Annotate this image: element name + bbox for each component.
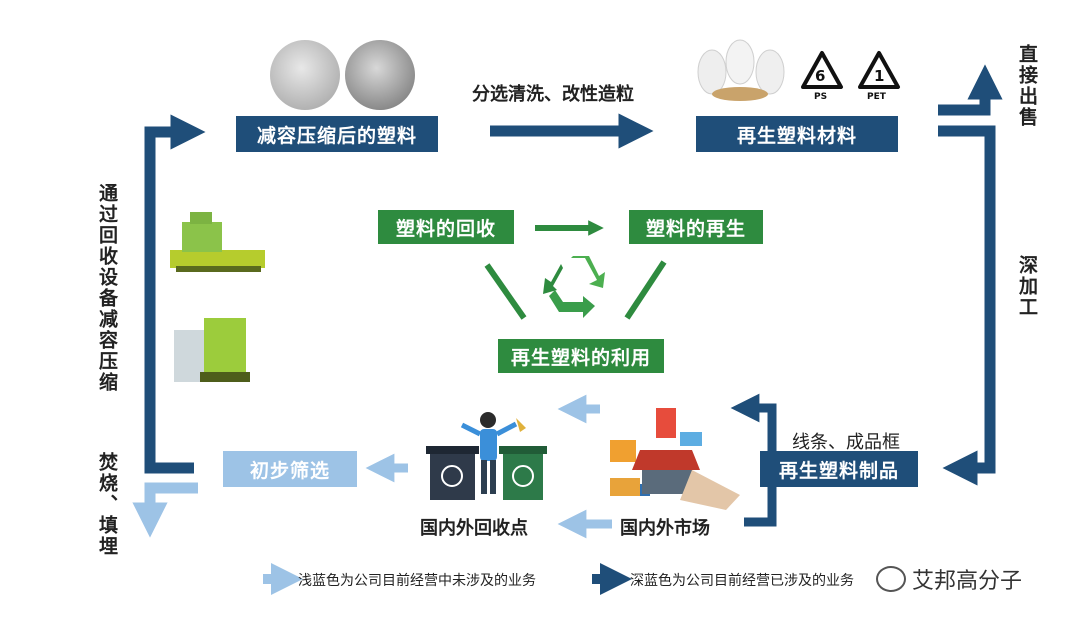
incinerate-landfill-label: 焚烧、填埋 xyxy=(96,452,118,557)
product-examples-label: 线条、成品框 xyxy=(792,432,900,453)
utilization-to-recovery-arrow xyxy=(484,263,527,320)
direct-sale-label: 直接出售 xyxy=(1016,44,1038,128)
recovery-box: 塑料的回收 xyxy=(378,210,514,244)
watermark-text: 艾邦高分子 xyxy=(912,569,1023,594)
compressor-machine-1-icon xyxy=(170,212,265,272)
recycle-bin-dark-icon xyxy=(426,446,479,500)
process-label: 分选清洗、改性造粒 xyxy=(472,84,634,105)
legend-light-blue-text: 浅蓝色为公司目前经营中未涉及的业务 xyxy=(298,573,536,589)
left-loop-arrow xyxy=(144,114,206,474)
market-to-product-arrow xyxy=(730,393,777,468)
resin-code-pet-label: PET xyxy=(867,92,886,102)
person-icon xyxy=(460,412,526,494)
resin-code-ps-number: 6 xyxy=(815,67,826,85)
utilization-box: 再生塑料的利用 xyxy=(498,339,664,373)
recycle-bin-green-icon xyxy=(499,446,547,500)
legend-dark-blue-text: 深蓝色为公司目前经营已涉及的业务 xyxy=(630,573,854,589)
market-illustration-icon xyxy=(610,408,740,510)
preliminary-screening-box: 初步筛选 xyxy=(223,451,357,487)
recycled-material-box: 再生塑料材料 xyxy=(696,116,898,152)
resin-code-ps-label: PS xyxy=(814,92,828,102)
market-label: 国内外市场 xyxy=(620,518,710,539)
recycle-icon xyxy=(543,256,605,318)
recycling-point-label: 国内外回收点 xyxy=(420,518,528,539)
regeneration-to-utilization-arrow xyxy=(624,260,667,320)
wechat-icon xyxy=(876,566,906,592)
recycled-product-box: 再生塑料制品 xyxy=(760,451,918,487)
deep-processing-arrow xyxy=(938,125,996,486)
resin-code-pet-number: 1 xyxy=(874,67,885,85)
compressor-machine-2-icon xyxy=(174,318,250,382)
compress-via-equipment-label: 通过回收设备减容压缩 xyxy=(96,183,118,393)
direct-sale-arrow xyxy=(938,64,1003,116)
compressed-plastic-box: 减容压缩后的塑料 xyxy=(236,116,438,152)
resin-code-pet-icon xyxy=(858,51,900,89)
regeneration-box: 塑料的再生 xyxy=(629,210,763,244)
incinerate-arrow xyxy=(132,482,198,538)
resin-code-ps-icon xyxy=(801,51,843,89)
compressed-plastic-photo-1 xyxy=(270,40,340,110)
compressed-plastic-photo-2 xyxy=(345,40,415,110)
plastic-granules-icon xyxy=(697,39,785,101)
deep-processing-label: 深加工 xyxy=(1016,255,1038,318)
